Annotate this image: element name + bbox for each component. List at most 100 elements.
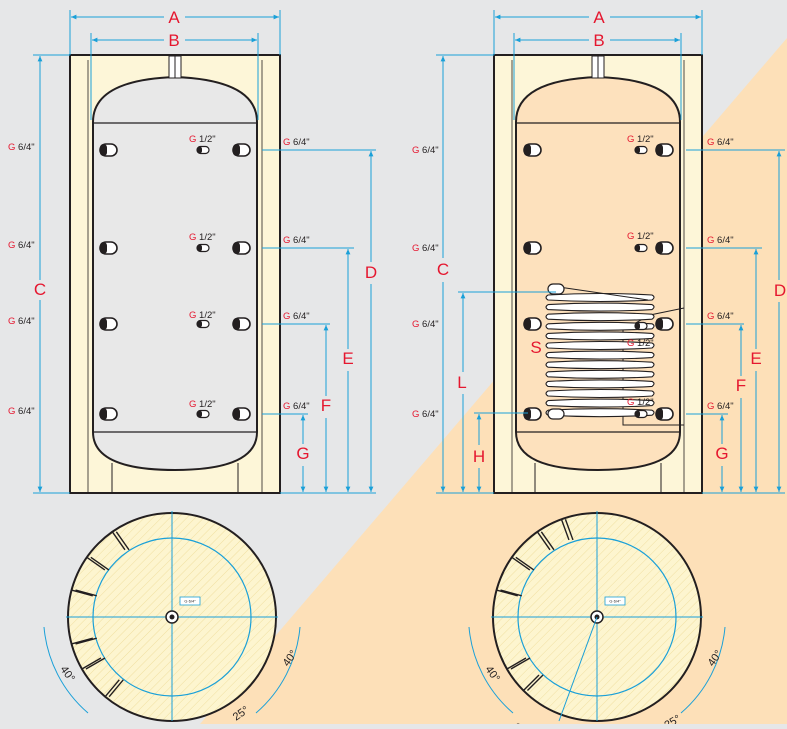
left-label-small-4: G 1/2": [189, 399, 216, 410]
dim-label-c-left: C: [34, 280, 46, 299]
left-label-small-1: G 1/2": [189, 134, 216, 145]
left-port-right-4-shade: [233, 408, 240, 420]
left-label-right-1: G 6/4": [283, 137, 310, 148]
left-radial-port-5: [81, 657, 102, 670]
dim-label-l-right: L: [457, 373, 466, 392]
left-radial-port-4: [71, 637, 93, 645]
dim-label-f-left: F: [321, 396, 331, 415]
left-port-small-1-shade: [197, 146, 202, 154]
coil-turn-12: [545, 398, 655, 408]
right-port-left-1-shade: [524, 144, 531, 156]
dimension-lines: [33, 10, 785, 494]
coil-turn-9: [545, 369, 655, 379]
left-radial-port-b-2: [90, 556, 110, 571]
left-port-left-4-shade: [100, 408, 107, 420]
right-label-outer-1: G 6/4": [412, 145, 439, 156]
right-label-right-1: G 6/4": [707, 137, 734, 148]
right-tank-elevation: [493, 54, 703, 494]
coil-turn-3: [545, 312, 655, 322]
left-radial-port-b-4: [75, 637, 97, 645]
left-tank-elevation: [69, 54, 281, 494]
dim-label-g-left: G: [296, 444, 309, 463]
right-label-small-2: G 1/2": [627, 231, 654, 242]
coil-turn-13: [545, 408, 655, 418]
right-port-right-1-shade: [656, 144, 663, 156]
left-port-right-2-shade: [233, 242, 240, 254]
dim-label-h-right: H: [473, 447, 485, 466]
left-port-small-3-shade: [197, 320, 202, 328]
coil-turn-8: [545, 360, 655, 370]
right-plate: [604, 596, 626, 606]
left-radial-port-2: [86, 556, 106, 571]
dim-label-f-right: F: [736, 376, 746, 395]
left-radial-port-b-5: [85, 657, 106, 670]
left-label-right-4: G 6/4": [283, 401, 310, 412]
right-plan-view: G 6/4"40°40°25°25°: [468, 511, 726, 729]
left-label-outer-4: G 6/4": [8, 406, 35, 417]
coil-turn-6: [545, 340, 655, 351]
left-tank-body: [92, 75, 258, 472]
dim-label-e-right: E: [750, 349, 761, 368]
coil-turn-11: [545, 388, 655, 399]
right-label-outer-3: G 6/4": [412, 319, 439, 330]
left-plan-view: G 6/4"40°40°25°: [43, 511, 301, 723]
right-port-left-2-shade: [524, 242, 531, 254]
coil-turn-10: [545, 379, 655, 389]
left-radial-port-3: [71, 589, 93, 597]
right-port-right-2-shade: [656, 242, 663, 254]
dim-label-e-left: E: [342, 349, 353, 368]
left-label-outer-3: G 6/4": [8, 316, 35, 327]
left-label-right-2: G 6/4": [283, 235, 310, 246]
right-port-small-3-shade: [635, 322, 640, 330]
dim-label-b-right: B: [593, 31, 604, 50]
left-radial-port-6: [104, 679, 120, 698]
left-radial-port-b-6: [108, 679, 124, 698]
right-label-outer-4: G 6/4": [412, 409, 439, 420]
left-radial-port-1: [111, 531, 126, 551]
left-label-small-3: G 1/2": [189, 310, 216, 321]
right-label-right-3: G 6/4": [707, 311, 734, 322]
right-port-left-3-shade: [524, 318, 531, 330]
right-radial-port-1: [560, 519, 570, 541]
coil-lead-top: [551, 285, 649, 301]
plan-views: G 6/4"40°40°25° G 6/4"40°40°25°25°: [43, 511, 726, 729]
left-port-right-3-shade: [233, 318, 240, 330]
right-ray-25: [558, 616, 598, 722]
left-plate: [179, 596, 201, 606]
right-plate-text: G 6/4": [609, 599, 621, 604]
left-port-right-1-shade: [233, 144, 240, 156]
right-radial-port-b-2: [540, 531, 555, 551]
right-label-small-1: G 1/2": [627, 134, 654, 145]
right-radial-port-4: [496, 589, 518, 597]
left-center-dot: [169, 614, 175, 620]
right-arc-40-right: [680, 626, 726, 714]
left-port-small-4-shade: [197, 410, 202, 418]
right-radial-port-3: [511, 556, 531, 571]
right-label-small-3: G 1/2": [627, 338, 654, 349]
right-radial-port-b-1: [564, 519, 574, 541]
dim-label-b-left: B: [168, 31, 179, 50]
left-label-outer-1: G 6/4": [8, 142, 35, 153]
right-radial-port-b-5: [510, 657, 531, 670]
dim-label-d-left: D: [365, 263, 377, 282]
dim-label-a-right: A: [593, 8, 605, 27]
left-port-left-1-shade: [100, 144, 107, 156]
right-label-right-2: G 6/4": [707, 235, 734, 246]
connection-ports: G 6/4" G 6/4" G 1/2" G 6/4" G 6/4" G 1/2" G 6/…: [8, 134, 734, 421]
right-port-small-4-shade: [635, 410, 640, 418]
left-plate-text: G 6/4": [184, 599, 196, 604]
left-arc-40-right: [255, 626, 301, 714]
left-port-left-2-shade: [100, 242, 107, 254]
right-radial-port-b-6: [526, 674, 544, 692]
right-port-left-4-shade: [524, 408, 531, 420]
right-label-right-4: G 6/4": [707, 401, 734, 412]
coil-turn-7: [545, 350, 655, 360]
right-label-small-4: G 1/2": [627, 397, 654, 408]
right-port-small-2-shade: [635, 244, 640, 252]
coil-turn-1: [545, 292, 655, 303]
dim-label-a-left: A: [168, 8, 180, 27]
left-label-small-2: G 1/2": [189, 232, 216, 243]
right-port-small-1-shade: [635, 146, 640, 154]
left-port-left-3-shade: [100, 318, 107, 330]
